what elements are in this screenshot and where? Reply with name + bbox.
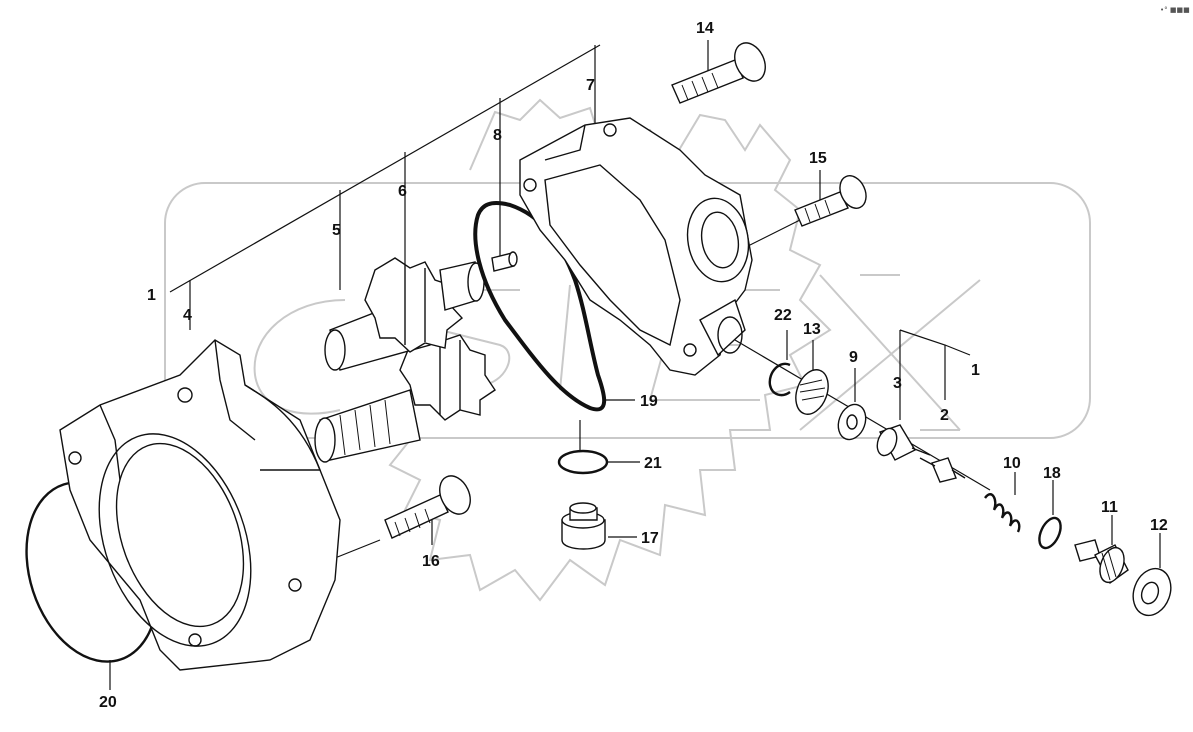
bracket-line-1	[169, 44, 601, 293]
washer	[837, 403, 867, 441]
callout-17: 17	[641, 530, 659, 547]
corner-mark: •° ■■■	[1160, 6, 1190, 14]
watermark-letter-c	[253, 299, 346, 415]
circlip	[768, 362, 791, 397]
callout-14: 14	[696, 20, 714, 37]
valve-seat	[876, 424, 931, 461]
callout-22: 22	[774, 307, 792, 324]
watermark-letter-x	[799, 274, 981, 431]
callout-3: 3	[893, 375, 902, 392]
callout-16: 16	[422, 553, 440, 570]
bolt-16	[384, 475, 471, 539]
driven-shaft-gear	[324, 257, 485, 371]
plug-o-ring	[557, 449, 609, 475]
dowel-pin	[491, 251, 518, 272]
callout-10: 10	[1003, 455, 1021, 472]
callout-11: 11	[1101, 499, 1118, 516]
callout-8: 8	[493, 127, 502, 144]
callout-4: 4	[183, 307, 192, 324]
callout-1-left: 1	[147, 287, 156, 304]
callout-20: 20	[99, 694, 117, 711]
callout-19: 19	[640, 393, 658, 410]
pump-cover	[519, 117, 753, 376]
callout-6: 6	[398, 183, 407, 200]
plug	[561, 502, 606, 550]
callout-7: 7	[586, 77, 595, 94]
callout-1-right: 1	[971, 362, 980, 379]
callout-15: 15	[809, 150, 827, 167]
callout-18: 18	[1043, 465, 1061, 482]
callout-labels: 1 4 5 6 8 7 14 15 22 13 9 3 2 1 10 18 11…	[99, 20, 1168, 711]
valve-o-ring	[1038, 516, 1062, 550]
bolt-14	[671, 42, 766, 104]
pump-body	[59, 339, 341, 671]
filter-disc	[795, 369, 829, 415]
bolt-15	[794, 175, 867, 227]
spring	[984, 493, 1021, 533]
callout-12: 12	[1150, 517, 1168, 534]
callout-21: 21	[644, 455, 662, 472]
drive-shaft-gear	[314, 329, 496, 463]
callout-2: 2	[940, 407, 949, 424]
cover-seal	[473, 201, 607, 412]
callout-5: 5	[332, 222, 341, 239]
callout-13: 13	[803, 321, 821, 338]
adjuster-screw	[1074, 539, 1129, 585]
callout-9: 9	[849, 349, 858, 366]
watermark-letter-i	[559, 284, 571, 391]
valve-piston	[919, 457, 966, 483]
nut	[1132, 567, 1172, 617]
